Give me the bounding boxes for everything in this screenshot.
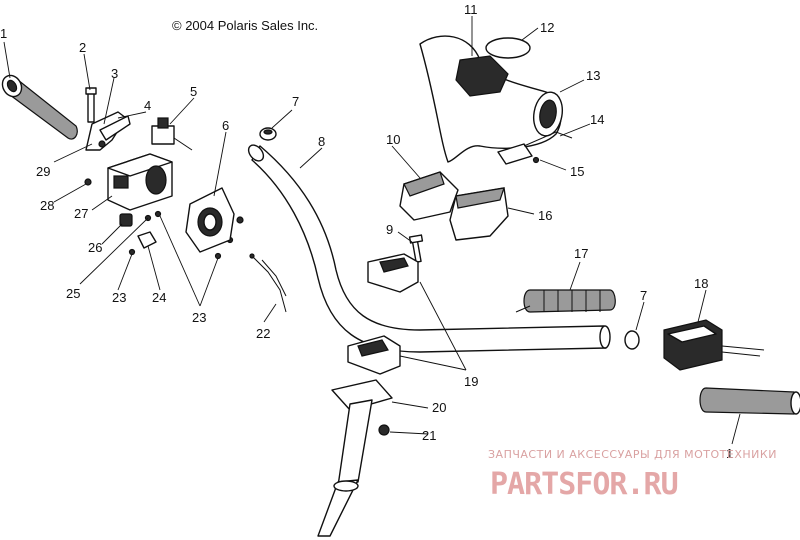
watermark: ЗАПЧАСТИ И АКСЕССУАРЫ ДЛЯ МОТОТЕХНИКИ PA… bbox=[488, 448, 777, 502]
copyright-notice: © 2004 Polaris Sales Inc. bbox=[172, 18, 318, 33]
callout-12: 12 bbox=[540, 20, 554, 35]
steering-post bbox=[317, 379, 393, 537]
indicator-14 bbox=[497, 131, 573, 165]
callout-23-b: 23 bbox=[192, 310, 206, 325]
heated-grip bbox=[515, 289, 616, 313]
screw-25b bbox=[154, 210, 162, 218]
callout-22: 22 bbox=[256, 326, 270, 341]
callout-7-left: 7 bbox=[292, 94, 299, 109]
watermark-tagline: ЗАПЧАСТИ И АКСЕССУАРЫ ДЛЯ МОТОТЕХНИКИ bbox=[488, 448, 777, 461]
callout-8: 8 bbox=[318, 134, 325, 149]
screw-23b bbox=[214, 252, 222, 260]
callout-24: 24 bbox=[152, 290, 166, 305]
pod-10 bbox=[399, 171, 459, 221]
callout-1-right: 1 bbox=[726, 446, 733, 461]
lower-clamp bbox=[347, 335, 401, 375]
handlebar-cover bbox=[419, 35, 564, 163]
nut-26 bbox=[119, 213, 133, 227]
callout-4: 4 bbox=[144, 98, 151, 113]
callout-19: 19 bbox=[464, 374, 478, 389]
callout-2: 2 bbox=[79, 40, 86, 55]
handlebar-tube bbox=[247, 144, 611, 353]
screw-2 bbox=[85, 87, 97, 123]
upper-clamp bbox=[367, 253, 419, 293]
callout-18: 18 bbox=[694, 276, 708, 291]
callout-17: 17 bbox=[574, 246, 588, 261]
callout-27: 27 bbox=[74, 206, 88, 221]
callout-23-a: 23 bbox=[112, 290, 126, 305]
bar-end-plug-right bbox=[624, 330, 640, 350]
cover-24 bbox=[137, 231, 157, 249]
clamp-bolt-9 bbox=[408, 234, 424, 263]
decal-12 bbox=[485, 37, 531, 59]
screw-15 bbox=[532, 156, 540, 164]
housing-cover-6 bbox=[185, 187, 244, 253]
callout-labels: 1 2 3 4 5 6 7 8 9 10 11 12 13 14 15 16 1… bbox=[0, 2, 733, 461]
throttle-housing bbox=[107, 153, 173, 211]
callout-13: 13 bbox=[586, 68, 600, 83]
right-grip bbox=[699, 387, 800, 415]
callout-14: 14 bbox=[590, 112, 604, 127]
callout-15: 15 bbox=[570, 164, 584, 179]
callout-28: 28 bbox=[40, 198, 54, 213]
callout-11: 11 bbox=[464, 2, 478, 17]
callout-1-left: 1 bbox=[0, 26, 7, 41]
callout-3: 3 bbox=[111, 66, 118, 81]
callout-16: 16 bbox=[538, 208, 552, 223]
callout-5: 5 bbox=[190, 84, 197, 99]
callout-6: 6 bbox=[222, 118, 229, 133]
callout-20: 20 bbox=[432, 400, 446, 415]
watermark-brand: PARTSFOR.RU bbox=[490, 467, 678, 502]
callout-25: 25 bbox=[66, 286, 80, 301]
callout-21: 21 bbox=[422, 428, 436, 443]
callout-7-right: 7 bbox=[640, 288, 647, 303]
throttle-lever bbox=[85, 111, 131, 151]
pod-16 bbox=[449, 187, 509, 241]
callout-29: 29 bbox=[36, 164, 50, 179]
left-grip bbox=[1, 74, 78, 140]
callout-10: 10 bbox=[386, 132, 400, 147]
bar-end-plug-left bbox=[259, 127, 277, 141]
callout-9: 9 bbox=[386, 222, 393, 237]
leader-lines bbox=[3, 16, 741, 445]
throttle-cable bbox=[249, 253, 287, 313]
switch-5 bbox=[151, 117, 193, 151]
callout-26: 26 bbox=[88, 240, 102, 255]
screw-23a bbox=[128, 248, 136, 256]
nut-28 bbox=[84, 178, 92, 186]
switch-housing-right bbox=[663, 319, 765, 371]
